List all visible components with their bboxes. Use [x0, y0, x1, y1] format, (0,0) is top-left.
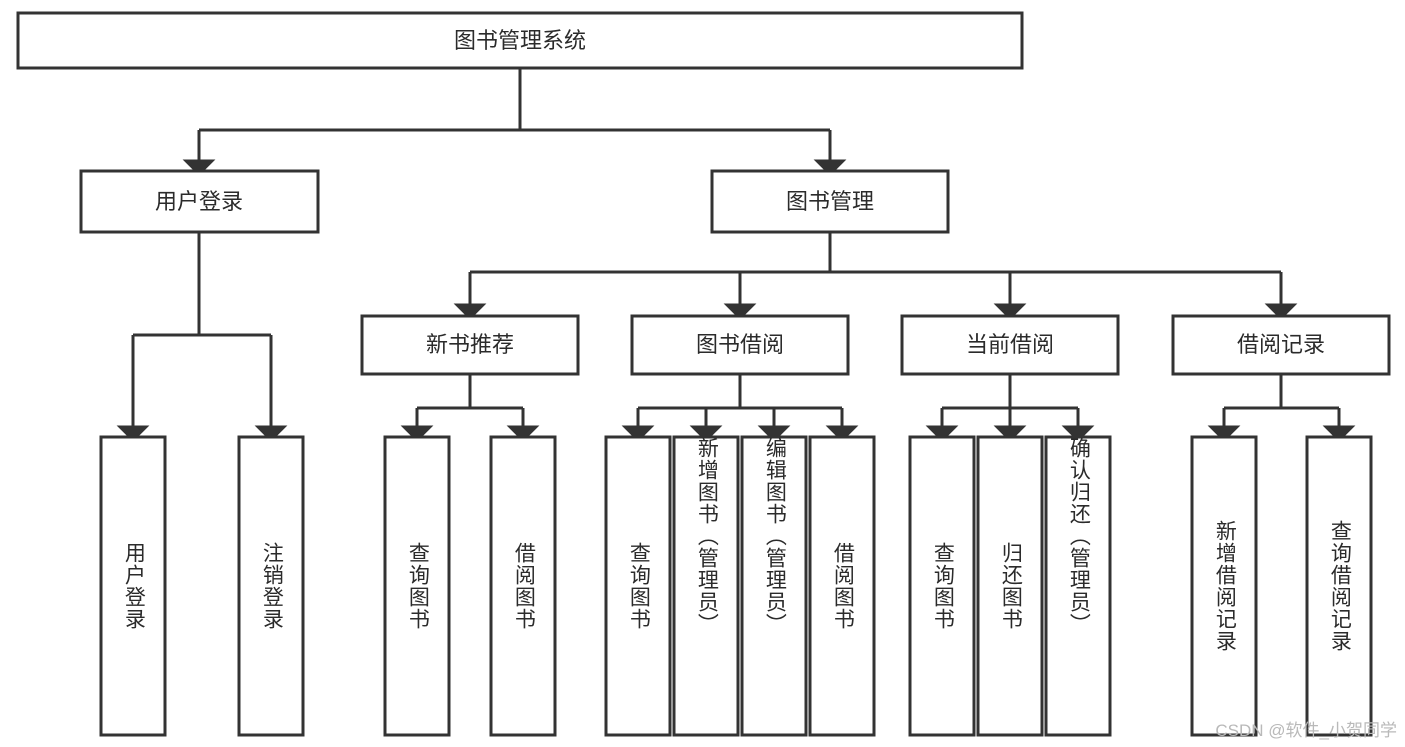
connector-user-login-to-leaves [116, 232, 288, 442]
node-current-borrow-label: 当前借阅 [966, 332, 1054, 357]
node-book-borrow-label: 图书借阅 [696, 332, 784, 357]
node-user-login[interactable]: 用户登录 [79, 169, 320, 234]
node-new-book-recommend[interactable]: 新书推荐 [360, 314, 580, 376]
connector-book-borrow-to-leaves [621, 374, 859, 442]
node-leaf-user-login[interactable] [99, 435, 167, 737]
node-leaf-query-record[interactable] [1305, 435, 1373, 737]
connector-current-borrow-to-leaves [925, 374, 1095, 442]
node-leaf-query-book-3[interactable] [908, 435, 976, 737]
node-book-borrow[interactable]: 图书借阅 [630, 314, 850, 376]
node-leaf-query-book-1[interactable] [383, 435, 451, 737]
node-leaf-query-book-2[interactable] [604, 435, 672, 737]
node-book-manage[interactable]: 图书管理 [710, 169, 950, 234]
node-root-label: 图书管理系统 [454, 28, 586, 53]
node-leaf-edit-book[interactable] [740, 435, 808, 737]
node-leaf-borrow-book-2[interactable] [808, 435, 876, 737]
node-leaf-add-book[interactable] [672, 435, 740, 737]
node-user-login-label: 用户登录 [155, 189, 243, 214]
node-leaf-return-book[interactable] [976, 435, 1044, 737]
node-book-manage-label: 图书管理 [786, 189, 874, 214]
node-new-book-recommend-label: 新书推荐 [426, 332, 514, 357]
node-borrow-record[interactable]: 借阅记录 [1171, 314, 1391, 376]
node-leaf-add-record[interactable] [1190, 435, 1258, 737]
connector-new-book-recommend-to-leaves [400, 374, 540, 442]
watermark: CSDN @软件_小贺同学 [1215, 721, 1397, 740]
node-current-borrow[interactable]: 当前借阅 [900, 314, 1120, 376]
connector-book-manage-to-level3 [453, 232, 1298, 320]
node-root[interactable]: 图书管理系统 [16, 11, 1024, 70]
connector-borrow-record-to-leaves [1207, 374, 1356, 442]
connector-root-to-level2 [182, 68, 847, 176]
node-leaf-borrow-book-1[interactable] [489, 435, 557, 737]
node-borrow-record-label: 借阅记录 [1237, 332, 1325, 357]
node-leaf-confirm-return[interactable] [1044, 435, 1112, 737]
node-leaf-logout-login[interactable] [237, 435, 305, 737]
